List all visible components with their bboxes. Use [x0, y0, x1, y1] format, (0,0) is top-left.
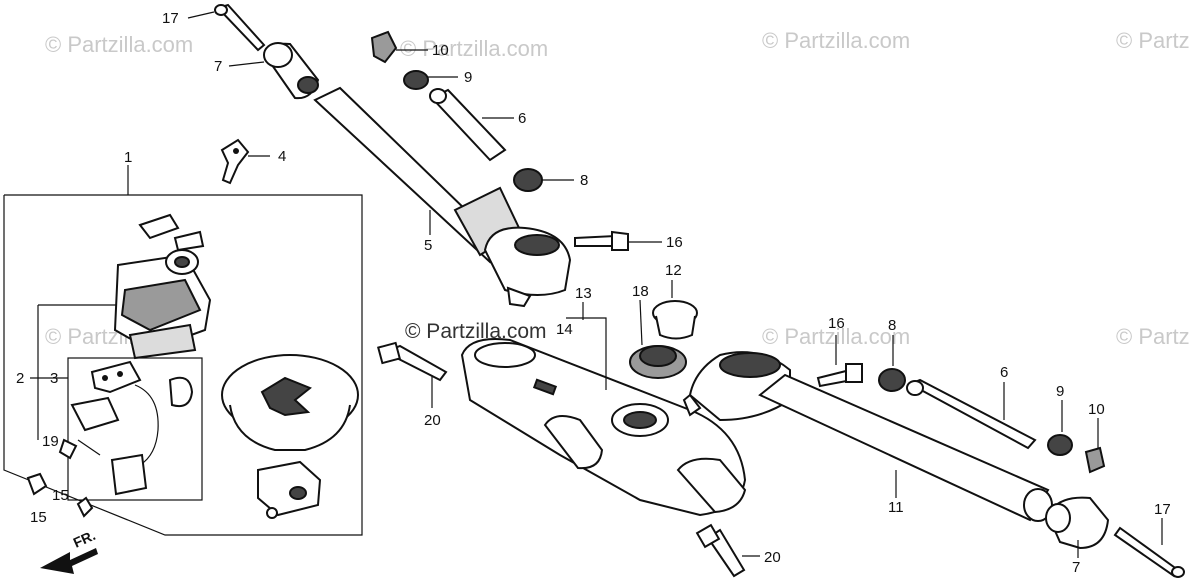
bar-end-weight: [1045, 496, 1110, 550]
clip: [1084, 446, 1106, 474]
weight-shaft: [429, 88, 507, 162]
watermark: © Partz: [1116, 324, 1190, 349]
weight-nut: [878, 368, 906, 392]
callout-11: 11: [888, 499, 904, 516]
bar-end-weight: [263, 42, 320, 100]
callout-16: 16: [828, 315, 845, 332]
weight-nut: [513, 168, 543, 192]
callout-6: 6: [1000, 364, 1008, 381]
callout-labels: 17 7 1 4 10 9 6 8 5 16 12 18 13 14 2 3 1…: [16, 10, 1171, 576]
top-bridge: [460, 338, 747, 517]
callout-18: 18: [632, 283, 649, 300]
clip: [370, 30, 398, 64]
seal-cap: [221, 354, 359, 519]
front-direction-label: FR.: [71, 527, 98, 551]
callout-8: 8: [580, 172, 588, 189]
callout-3: 3: [50, 370, 58, 387]
callout-9: 9: [464, 69, 472, 86]
watermark: © Partzilla.com: [45, 32, 194, 57]
callout-5: 5: [424, 237, 432, 254]
callout-4: 4: [278, 148, 286, 165]
bolt: [695, 523, 746, 578]
bolt: [214, 3, 266, 52]
callout-8: 8: [888, 317, 896, 334]
rubber-bush: [1047, 434, 1073, 456]
bolt: [377, 341, 448, 382]
callout-17: 17: [1154, 501, 1171, 518]
callout-10: 10: [1088, 401, 1105, 418]
callout-13: 13: [575, 285, 592, 302]
callout-7: 7: [1072, 559, 1080, 576]
callout-2: 2: [16, 370, 24, 387]
left-handlebar: [313, 86, 572, 308]
bolt: [1113, 526, 1185, 578]
callout-15: 15: [30, 509, 47, 526]
front-direction-arrow-icon: [40, 548, 98, 574]
watermark-center: © Partzilla.com: [405, 320, 547, 343]
callout-16: 16: [666, 234, 683, 251]
callout-20: 20: [764, 549, 781, 566]
bolt: [816, 363, 863, 388]
callout-7: 7: [214, 58, 222, 75]
callout-20: 20: [424, 412, 441, 429]
bolt: [574, 230, 629, 251]
watermark: © Partzilla.com: [400, 36, 549, 61]
stem-cap: [652, 300, 698, 340]
ignition-switch: [113, 213, 212, 360]
screw: [26, 438, 94, 518]
watermark: © Partz: [1116, 28, 1190, 53]
watermark: © Partzilla.com: [762, 28, 911, 53]
callout-10: 10: [432, 42, 449, 59]
callout-6: 6: [518, 110, 526, 127]
rubber-bush: [403, 70, 429, 90]
callout-19: 19: [42, 433, 59, 450]
callout-17: 17: [162, 10, 179, 27]
steering-stem-nut: [629, 345, 687, 379]
leader-lines: [187, 11, 1163, 558]
callout-1: 1: [124, 149, 132, 166]
contact-base: [70, 360, 194, 496]
callout-9: 9: [1056, 383, 1064, 400]
ignition-kit-frame: [3, 165, 363, 536]
callout-12: 12: [665, 262, 682, 279]
key: [220, 138, 250, 185]
callout-14: 14: [556, 321, 573, 338]
callout-15: 15: [52, 487, 69, 504]
weight-shaft: [906, 378, 1037, 450]
